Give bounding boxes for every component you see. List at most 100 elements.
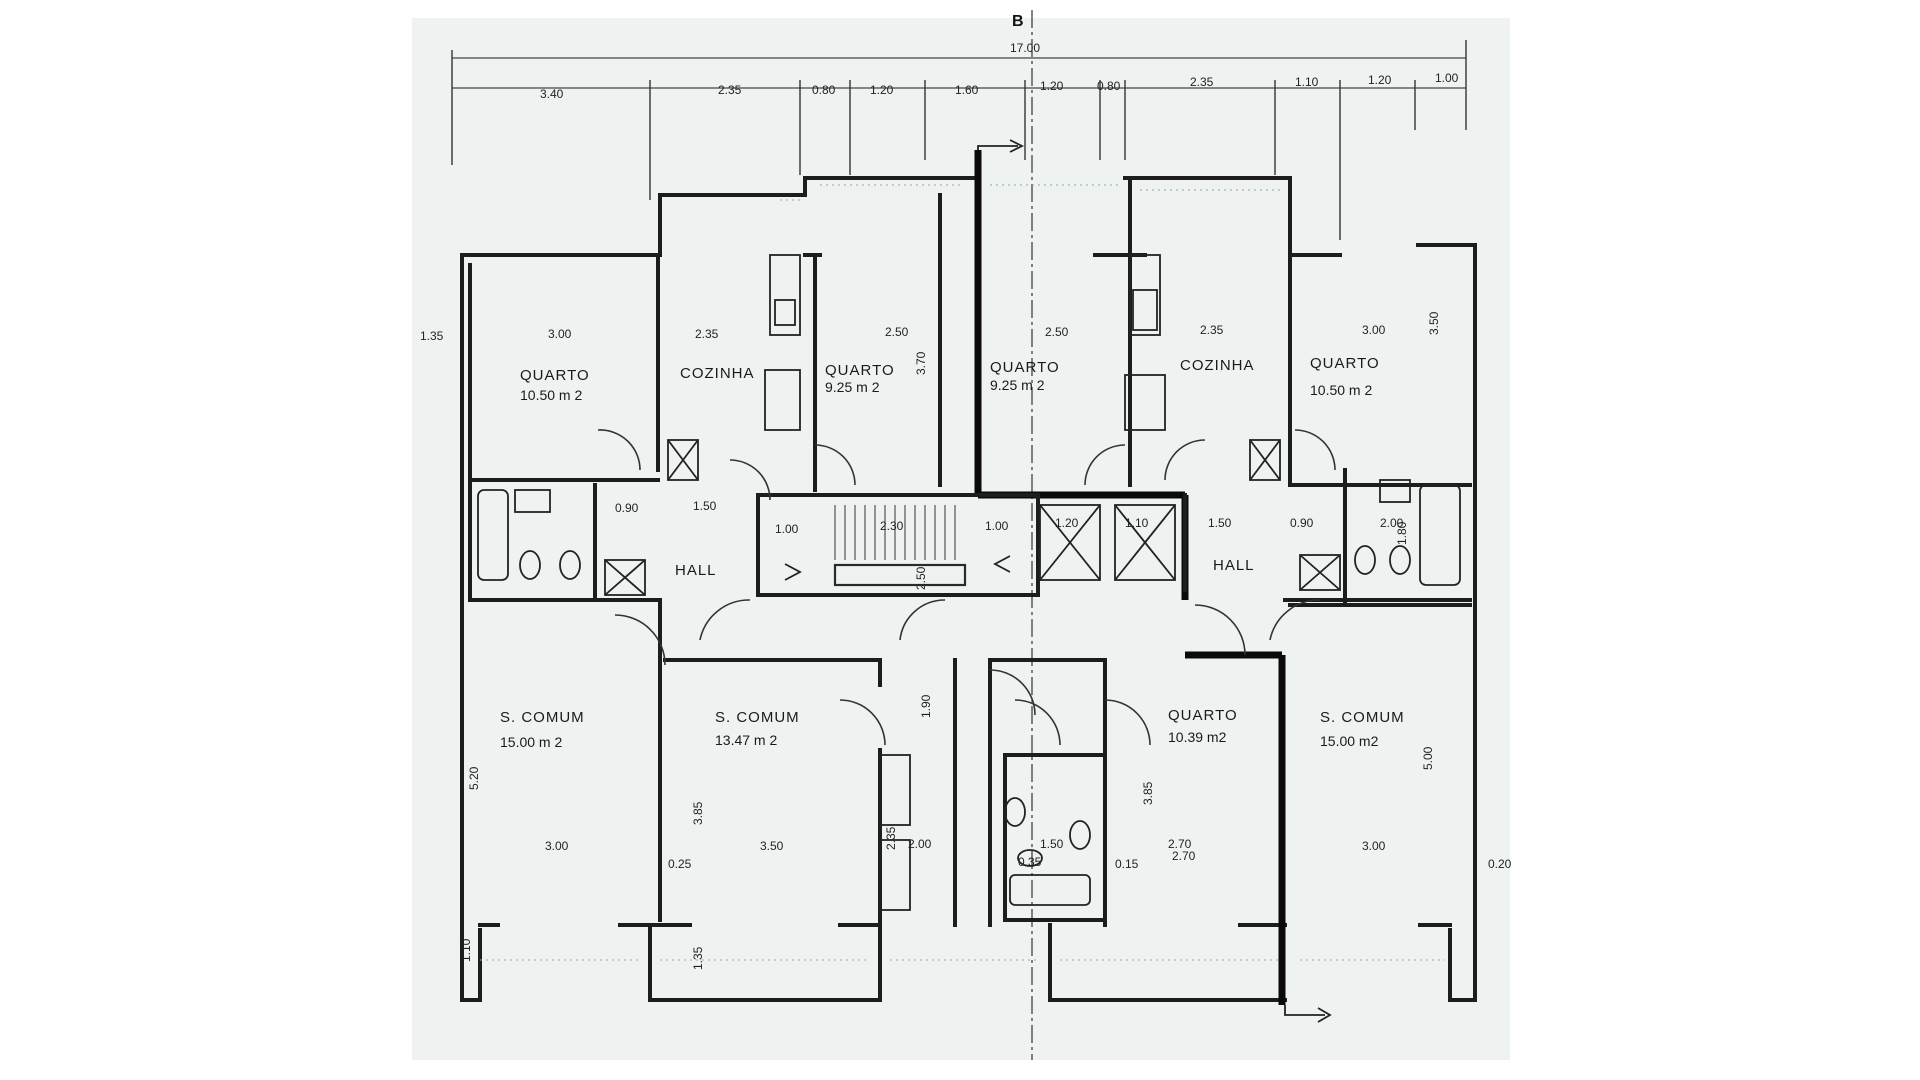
room-label-quarto-nc-right: QUARTO [990,359,1060,376]
door-swings [597,429,1336,746]
shafts [604,439,1341,596]
room-area-quarto-nw: 10.50 m 2 [520,387,582,403]
toilet-east-1 [1354,545,1376,575]
dim-4: 2.35 [1200,323,1224,337]
shaft-6 [1299,554,1341,591]
top-dim-4: 1.60 [955,83,979,97]
dim-23: 3.85 [691,801,705,825]
top-dim-2: 0.80 [812,83,836,97]
bidet-south [1017,849,1043,867]
dim-0: 3.00 [548,327,572,341]
kitchen-fixtures [764,254,1166,911]
dim-3: 2.50 [1045,325,1069,339]
toilet-south-1 [1004,797,1026,827]
dim-14: 1.00 [775,522,799,536]
room-label-quarto-nw: QUARTO [520,367,590,384]
dim-33: 0.15 [1115,857,1139,871]
dim-12: 0.90 [615,501,639,515]
top-dimension-chain: 17.00 3.40 2.35 0.80 1.20 1.60 1.20 0.80… [451,40,1467,240]
room-label-scomum-sc: S. COMUM [715,709,800,726]
room-label-scomum-sw: S. COMUM [500,709,585,726]
room-area-scomum-se: 15.00 m2 [1320,733,1379,749]
dim-1: 2.35 [695,327,719,341]
dim-6: 3.00 [545,839,569,853]
dim-21: 2.00 [1380,516,1404,530]
shaft-2 [604,559,646,596]
room-area-quarto-sc: 10.39 m2 [1168,729,1227,745]
stove-e [1132,289,1158,331]
toilet-west-2 [559,550,581,580]
dim-25: 5.20 [467,766,481,790]
dim-7: 3.50 [760,839,784,853]
room-labels: QUARTO 10.50 m 2 COZINHA QUARTO 9.25 m 2… [500,355,1405,750]
section-mark: B [1012,13,1024,30]
top-dim-8: 1.10 [1295,75,1319,89]
kitchen-counter-w2 [764,369,801,431]
top-dim-0: 3.40 [540,87,564,101]
dim-24: 3.85 [1141,781,1155,805]
dim-36: 1.35 [420,329,444,343]
kitchen-counter-w1 [769,254,801,336]
toilet-south-2 [1069,820,1091,850]
interior-walls-bottom [658,598,1472,927]
room-label-quarto-ne: QUARTO [1310,355,1380,372]
room-label-hall-w: HALL [675,562,717,579]
interior-dimensions: 3.00 2.35 2.50 2.50 2.35 3.00 3.00 3.50 … [420,311,1512,970]
room-area-scomum-sc: 13.47 m 2 [715,732,777,748]
room-label-hall-e: HALL [1213,557,1255,574]
dim-31: 1.35 [691,946,705,970]
shaft-1 [667,439,699,481]
dim-2: 2.50 [885,325,909,339]
top-dim-7: 2.35 [1190,75,1214,89]
dim-15: 2.30 [880,519,904,533]
sink-east [1379,479,1411,503]
kitchen-counter-e2 [1124,374,1166,431]
entry-arrow-icon [1284,1005,1332,1023]
dim-32: 0.25 [668,857,692,871]
dim-18: 1.10 [1125,516,1149,530]
dim-10: 2.70 [1168,837,1192,851]
dim-8: 2.00 [908,837,932,851]
dim-28: 1.90 [919,694,933,718]
dim-30: 1.10 [459,938,473,962]
top-dim-3: 1.20 [870,83,894,97]
dim-39: 0.35 [1018,855,1042,869]
bathtub-east [1419,484,1461,586]
dim-22: 2.50 [914,566,928,590]
shaft-5 [1249,439,1281,481]
bathroom-fixtures [477,479,1461,906]
dim-27: 3.70 [914,351,928,375]
dim-13: 1.50 [693,499,717,513]
dim-5: 3.00 [1362,323,1386,337]
shaft-4 [1114,504,1176,581]
top-dim-6: 0.80 [1097,79,1121,93]
room-label-quarto-sc: QUARTO [1168,707,1238,724]
top-dim-9: 1.20 [1368,73,1392,87]
kitchen-counter-s1 [879,754,911,826]
toilet-east-2 [1389,545,1411,575]
exterior-walls [460,176,1477,1002]
stairs [784,505,1011,581]
room-area-scomum-sw: 15.00 m 2 [500,734,562,750]
room-label-scomum-se: S. COMUM [1320,709,1405,726]
dim-38: 2.70 [1172,849,1196,863]
sink-west [514,489,551,513]
dim-26: 5.00 [1421,746,1435,770]
dim-35: 1.80 [1395,521,1409,545]
top-dim-1: 2.35 [718,83,742,97]
room-area-quarto-nc-right: 9.25 m 2 [990,377,1045,393]
dim-11: 3.00 [1362,839,1386,853]
top-dim-10: 1.00 [1435,71,1459,85]
interior-walls-top [468,150,1472,1005]
bathtub-south [1009,874,1091,906]
bathtub-west [477,489,509,581]
room-label-cozinha-e: COZINHA [1180,357,1255,374]
dim-19: 1.50 [1208,516,1232,530]
room-label-quarto-nc-left: QUARTO [825,362,895,379]
shaft-3 [1039,504,1101,581]
room-area-quarto-nc-left: 9.25 m 2 [825,379,880,395]
dim-29: 2.35 [884,826,898,850]
stove-w [774,299,796,326]
dim-16: 1.00 [985,519,1009,533]
